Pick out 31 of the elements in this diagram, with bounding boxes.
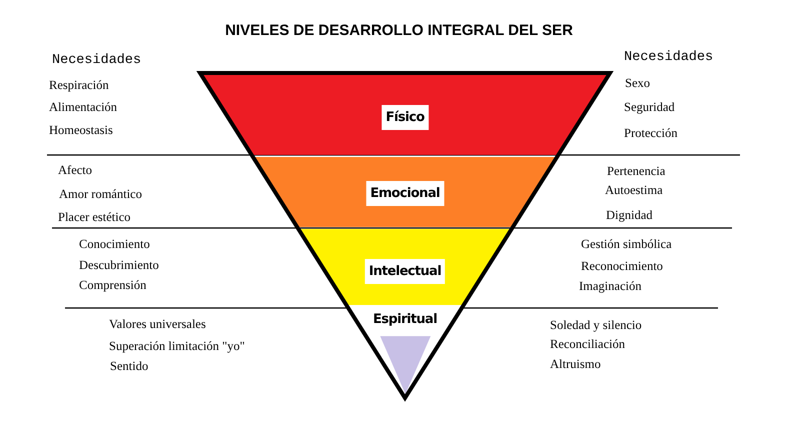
need-item: Valores universales (109, 317, 206, 332)
need-item: Placer estético (58, 210, 131, 225)
need-item: Amor romántico (59, 187, 142, 202)
need-item: Sexo (625, 76, 650, 91)
need-item: Imaginación (579, 279, 642, 294)
need-item: Conocimiento (79, 237, 150, 252)
need-item: Altruismo (550, 357, 601, 372)
column-heading: Necesidades (52, 53, 142, 68)
need-item: Homeostasis (49, 123, 113, 138)
diagram-title: NIVELES DE DESARROLLO INTEGRAL DEL SER (224, 22, 574, 39)
need-item: Reconocimiento (581, 259, 663, 274)
need-item: Pertenencia (607, 164, 666, 179)
need-item: Protección (624, 126, 678, 141)
level-label: Físico (382, 105, 428, 130)
need-item: Afecto (58, 163, 92, 178)
need-item: Comprensión (79, 278, 146, 293)
need-item: Respiración (49, 78, 109, 93)
need-item: Sentido (110, 359, 148, 374)
column-heading: Necesidades (624, 50, 714, 65)
need-item: Gestión simbólica (581, 237, 672, 252)
need-item: Superación limitación "yo" (109, 339, 245, 354)
level-label: Espiritual (372, 312, 438, 327)
need-item: Dignidad (606, 208, 653, 223)
level-label: Intelectual (364, 259, 446, 284)
need-item: Soledad y silencio (550, 318, 642, 333)
need-item: Reconciliación (550, 337, 625, 352)
need-item: Autoestima (605, 183, 663, 198)
need-item: Descubrimiento (79, 258, 159, 273)
level-label: Emocional (366, 181, 444, 206)
need-item: Alimentación (49, 100, 118, 115)
need-item: Seguridad (624, 100, 675, 115)
